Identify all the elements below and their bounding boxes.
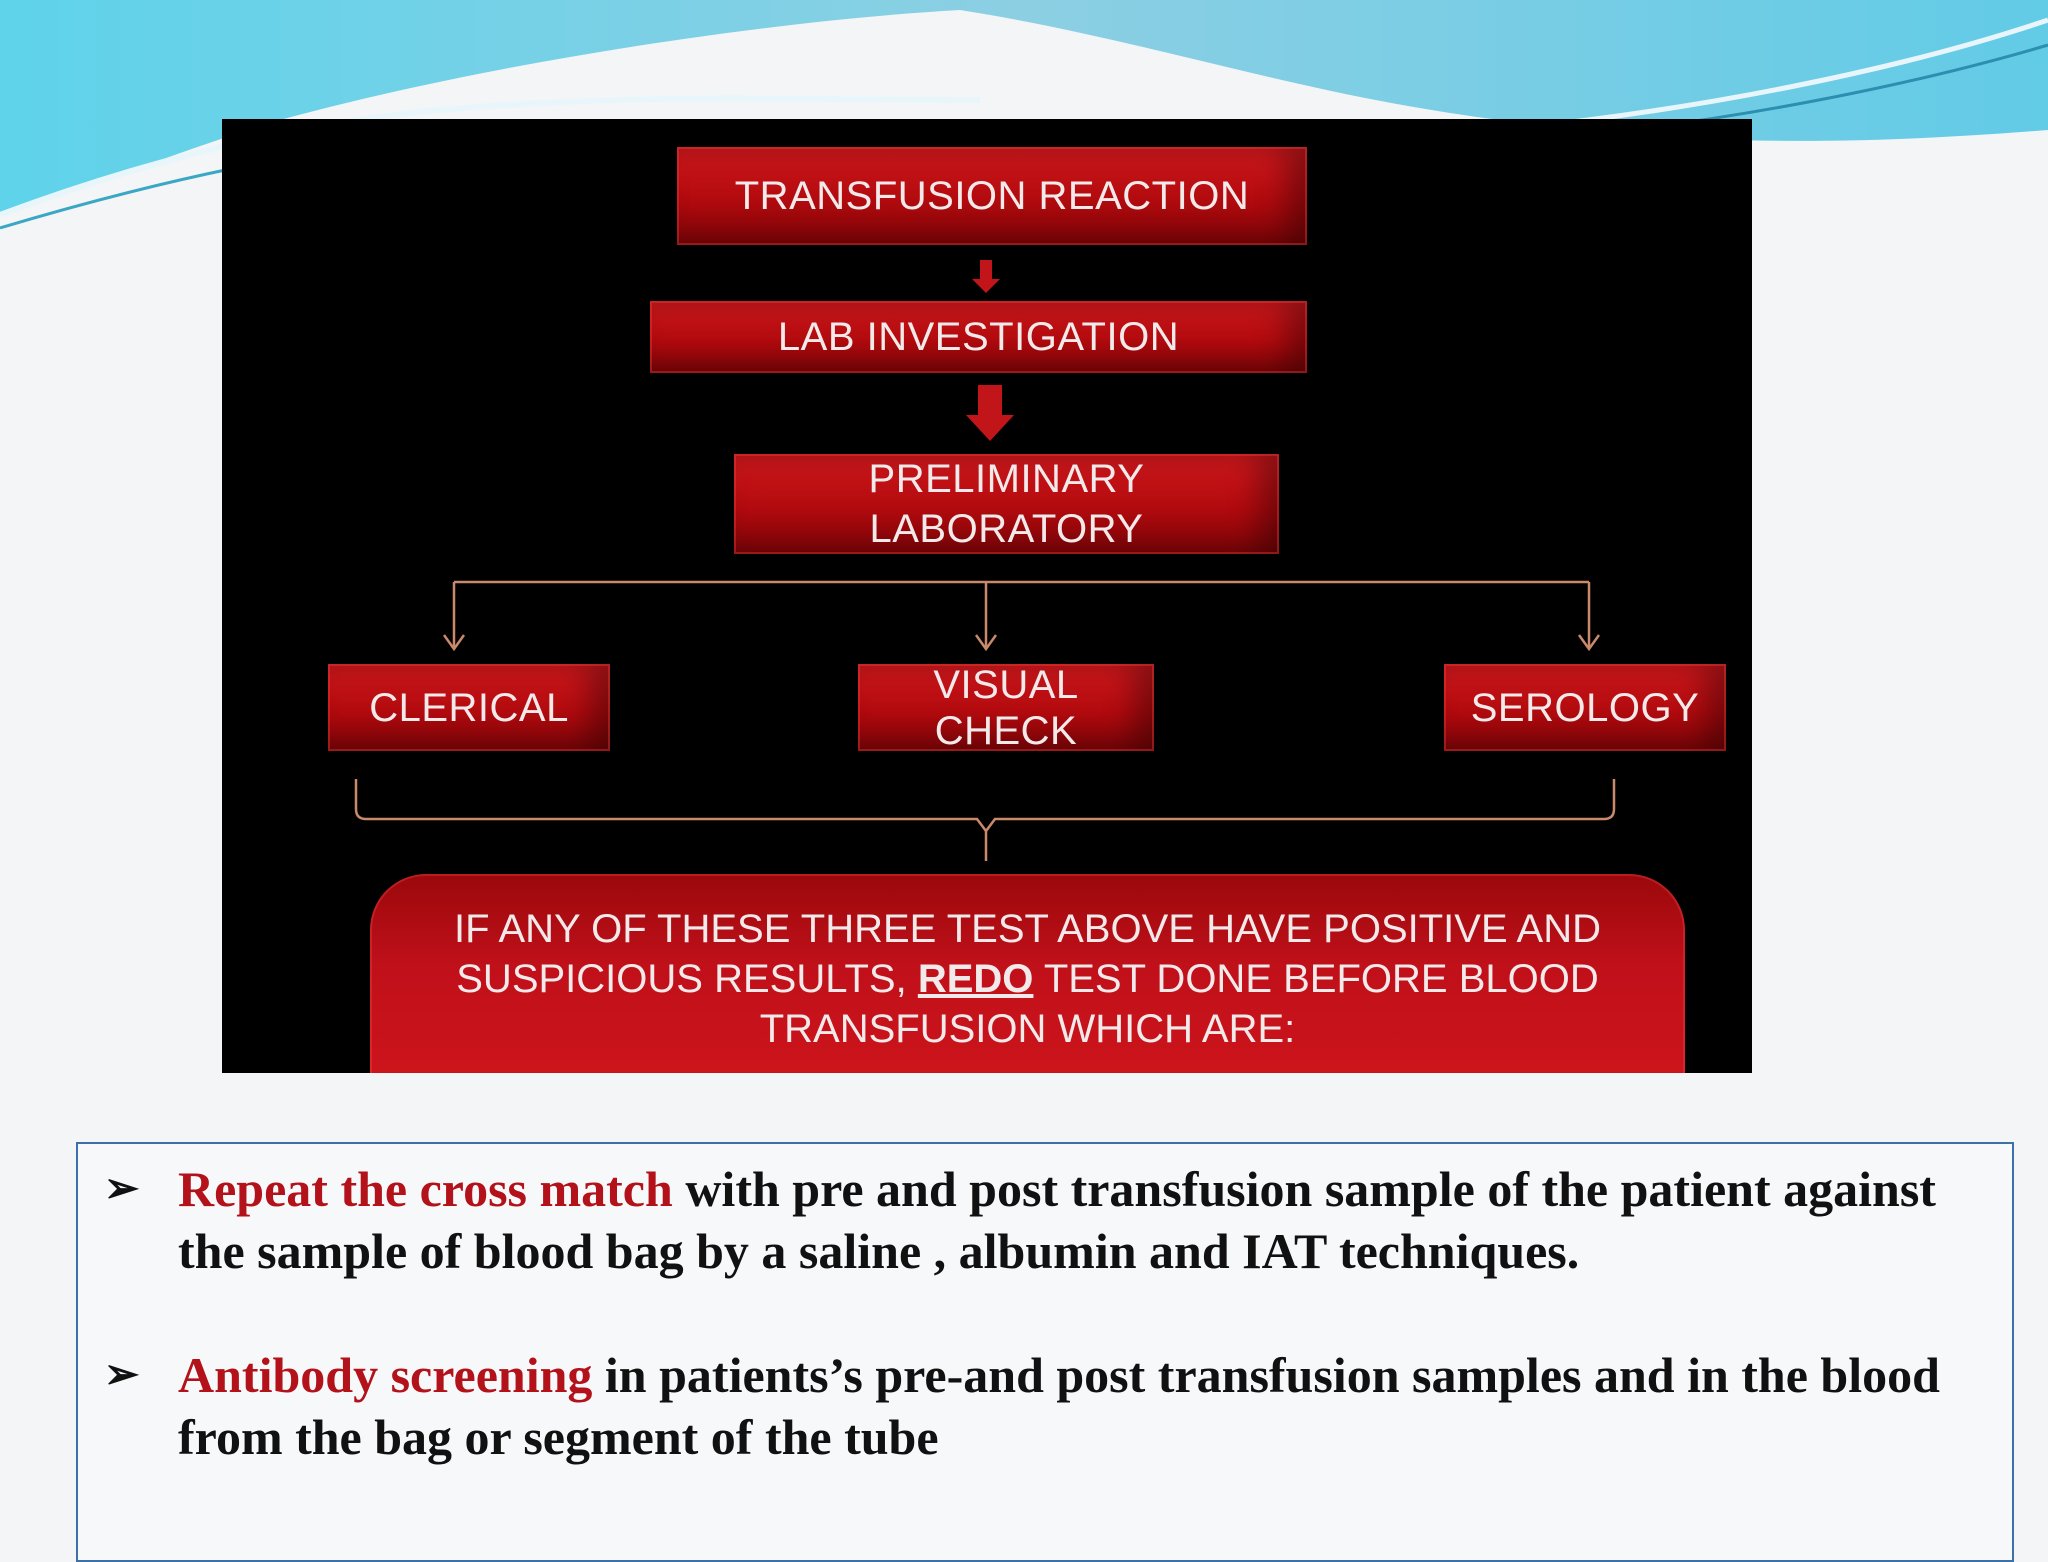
instruction-line-3: TRANSFUSION WHICH ARE: [759,1007,1296,1051]
box-transfusion-reaction: TRANSFUSION REACTION [677,147,1307,245]
instruction-line-1: IF ANY OF THESE THREE TEST ABOVE HAVE PO… [453,907,1601,951]
flowchart-connectors [354,260,1616,861]
box-serology: SEROLOGY [1444,664,1726,751]
box-label: PRELIMINARY LABORATORY [868,457,1145,551]
redo-emphasis: REDO [917,957,1034,1001]
arrow-down-icon [972,260,1000,293]
arrow-down-icon [966,385,1014,441]
bullet-text: Antibody screening in patients’s pre-and… [178,1347,1940,1465]
box-visual-check: VISUAL CHECK [858,662,1154,753]
flowchart-panel: TRANSFUSION REACTION LAB INVESTIGATION P… [222,119,1752,1073]
box-redo-test-instruction: IF ANY OF THESE THREE TEST ABOVE HAVE PO… [370,874,1685,1073]
box-label: CLERICAL [369,685,569,730]
box-label: LAB INVESTIGATION [777,315,1180,359]
bullet-highlight: Repeat the cross match [178,1161,673,1217]
bullet-text: Repeat the cross match with pre and post… [178,1161,1936,1279]
arrow-bullet-icon: ➢ [104,1352,140,1398]
merge-brace [354,779,1616,834]
box-clerical: CLERICAL [328,664,610,751]
instruction-line-2: SUSPICIOUS RESULTS, REDO TEST DONE BEFOR… [456,957,1599,1001]
box-label: VISUAL CHECK [933,662,1079,753]
branch-connector [442,580,1601,652]
bullet-list-box: ➢ Repeat the cross match with pre and po… [76,1142,2014,1562]
arrow-bullet-icon: ➢ [104,1166,140,1212]
box-lab-investigation: LAB INVESTIGATION [650,301,1307,373]
box-label: TRANSFUSION REACTION [734,174,1250,218]
bullet-item: ➢ Repeat the cross match with pre and po… [102,1158,1992,1282]
box-preliminary-laboratory: PRELIMINARY LABORATORY [734,454,1279,554]
box-label: SEROLOGY [1470,685,1700,730]
bullet-highlight: Antibody screening [178,1347,593,1403]
bullet-item: ➢ Antibody screening in patients’s pre-a… [102,1344,1992,1468]
